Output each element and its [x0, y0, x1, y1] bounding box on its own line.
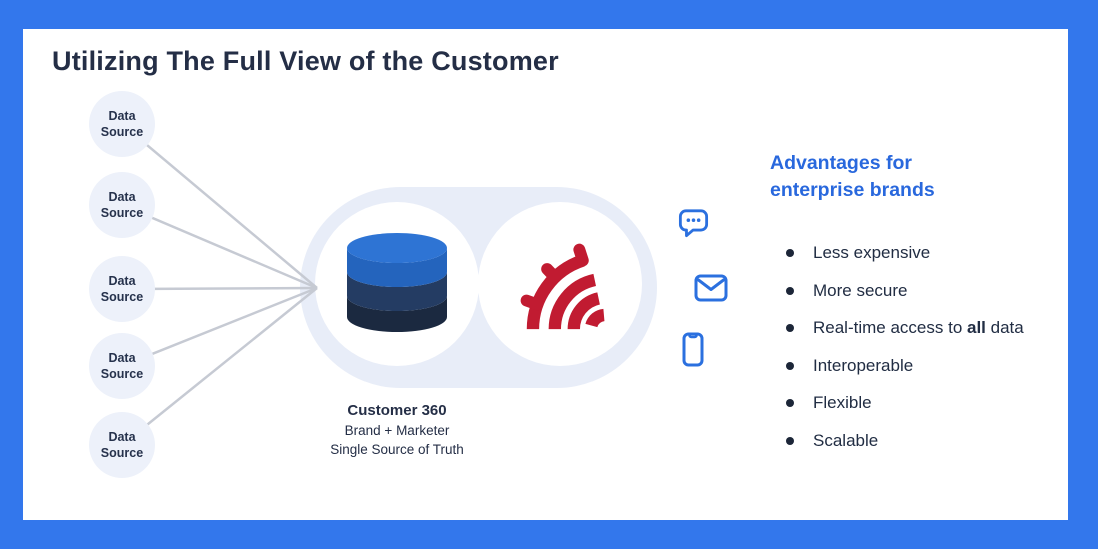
- advantage-text: Interoperable: [813, 355, 914, 375]
- page-title: Utilizing The Full View of the Customer: [52, 46, 559, 76]
- data-source-label: Data: [108, 109, 136, 123]
- mobile-phone-icon: [682, 332, 704, 367]
- hub-caption-subtitle: Single Source of Truth: [330, 442, 464, 457]
- bullet-dot-icon: [786, 361, 794, 370]
- data-source-node: Data Source: [89, 333, 155, 399]
- advantages-list: Less expensive More secure Real-time acc…: [786, 243, 1024, 468]
- data-source-label: Data: [108, 351, 136, 365]
- hub-caption: Customer 360 Brand + Marketer Single Sou…: [277, 401, 517, 459]
- marketer-hub-circle: [478, 202, 642, 366]
- advantage-text-pre: Real-time access to: [813, 318, 967, 337]
- data-source-label: Data: [108, 190, 136, 204]
- slide-card: Utilizing The Full View of the Customer …: [23, 29, 1068, 520]
- advantage-item: Interoperable: [786, 356, 1024, 376]
- advantage-text: Flexible: [813, 393, 872, 412]
- advantage-text: More secure: [813, 280, 908, 300]
- data-source-label: Data: [108, 430, 136, 444]
- hub-caption-title: Customer 360: [347, 402, 447, 419]
- advantage-item: More secure: [786, 281, 1024, 301]
- hub-caption-subtitle: Brand + Marketer: [344, 423, 450, 438]
- email-envelope-icon: [694, 274, 728, 302]
- advantage-item: Flexible: [786, 393, 1024, 413]
- customer-360-hub: [300, 187, 657, 388]
- data-source-label: Source: [100, 367, 144, 381]
- chat-bubble-icon: [678, 208, 709, 238]
- bullet-dot-icon: [786, 324, 794, 332]
- data-source-label: Source: [100, 206, 144, 220]
- data-source-label: Source: [100, 125, 144, 139]
- data-source-label: Data: [108, 274, 136, 288]
- advantages-heading: Advantages for enterprise brands: [770, 150, 935, 204]
- bullet-dot-icon: [786, 436, 794, 445]
- advantage-item: Scalable: [786, 431, 1024, 451]
- database-hub-circle: [315, 202, 479, 366]
- data-source-node: Data Source: [89, 91, 155, 157]
- advantage-text: Real-time access to all data: [813, 318, 1024, 337]
- bullet-dot-icon: [786, 399, 794, 407]
- gear-signal-icon: [513, 237, 608, 332]
- bullet-dot-icon: [786, 249, 794, 257]
- data-source-label: Source: [100, 446, 144, 460]
- bullet-dot-icon: [786, 286, 794, 295]
- data-source-label: Source: [100, 290, 144, 304]
- data-source-node: Data Source: [89, 256, 155, 322]
- advantage-text-bold: all: [967, 318, 986, 337]
- data-source-node: Data Source: [89, 412, 155, 478]
- database-icon: [347, 232, 447, 336]
- advantage-text: Scalable: [813, 430, 879, 450]
- advantage-text-post: data: [985, 318, 1024, 337]
- advantage-text: Less expensive: [813, 243, 931, 262]
- advantage-item: Less expensive: [786, 243, 1024, 263]
- advantage-item: Real-time access to all data: [786, 318, 1024, 338]
- advantages-heading-line: Advantages for: [770, 152, 912, 174]
- advantages-heading-line: enterprise brands: [770, 179, 935, 201]
- data-source-node: Data Source: [89, 172, 155, 238]
